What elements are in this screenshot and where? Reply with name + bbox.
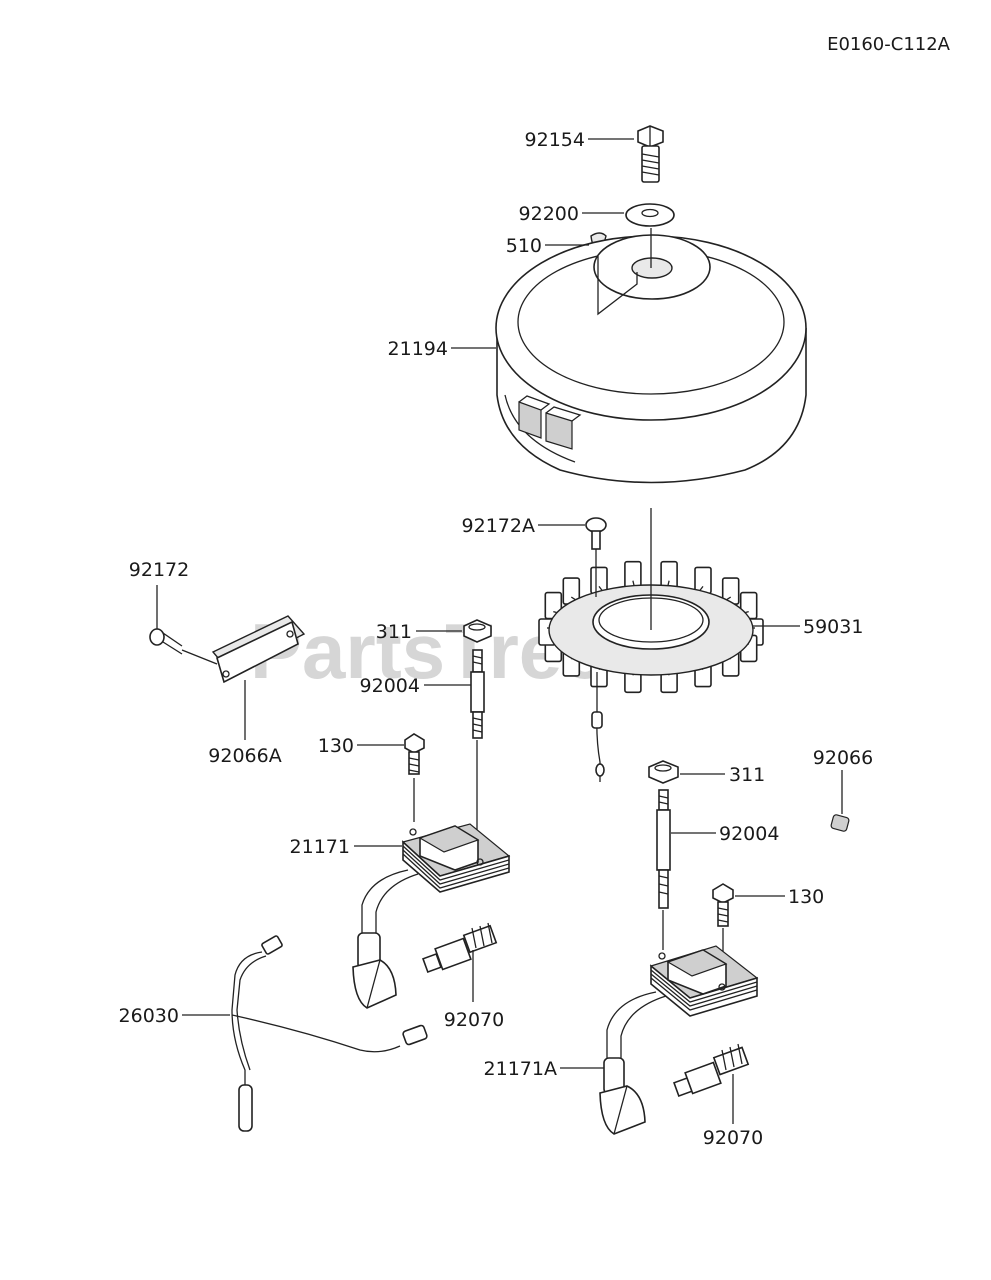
label-92172[interactable]: 92172: [129, 559, 189, 581]
lead-wire-26030[interactable]: [231, 935, 428, 1132]
leader-92200: 92200: [519, 203, 624, 225]
leader-59031: 59031: [753, 616, 863, 638]
washer-92200[interactable]: [625, 203, 675, 227]
label-59031[interactable]: 59031: [803, 616, 863, 638]
label-311-left[interactable]: 311: [376, 621, 412, 643]
label-21171A[interactable]: 21171A: [484, 1058, 557, 1080]
leader-92066: 92066: [813, 747, 873, 814]
label-92070-left[interactable]: 92070: [444, 1009, 504, 1031]
label-21194[interactable]: 21194: [388, 338, 448, 360]
leader-92070-left: 92070: [444, 950, 504, 1031]
stator-tooth: [660, 560, 678, 589]
diagram-code: E0160-C112A: [827, 34, 951, 55]
leader-311-left: 311: [376, 621, 462, 643]
stator-59031[interactable]: [538, 508, 764, 782]
screw-92172A[interactable]: [585, 517, 607, 550]
stator-tooth: [624, 560, 642, 589]
spark-plug-92070-left[interactable]: [422, 922, 498, 973]
flywheel-21194[interactable]: [495, 228, 807, 484]
leader-21171A: 21171A: [484, 1058, 604, 1080]
leader-21171: 21171: [290, 836, 402, 858]
label-92004-left[interactable]: 92004: [360, 675, 420, 697]
bolt-130-left[interactable]: [404, 733, 425, 822]
leader-130-right: 130: [735, 886, 824, 908]
plug-92066[interactable]: [830, 814, 850, 832]
cover-plate-92066A[interactable]: [211, 615, 306, 684]
leader-92004-right: 92004: [671, 823, 779, 845]
ignition-coil-21171A[interactable]: [599, 945, 759, 1135]
label-510[interactable]: 510: [506, 235, 542, 257]
screw-92172[interactable]: [149, 628, 218, 665]
nut-311-left[interactable]: [463, 619, 492, 643]
label-92066A[interactable]: 92066A: [208, 745, 281, 767]
label-130-left[interactable]: 130: [318, 735, 354, 757]
leader-21194: 21194: [388, 338, 496, 360]
leader-510: 510: [506, 235, 589, 257]
leader-311-right: 311: [680, 764, 765, 786]
stud-92004-left[interactable]: [470, 649, 485, 850]
leader-92004-left: 92004: [360, 675, 471, 697]
label-26030[interactable]: 26030: [119, 1005, 179, 1027]
leader-92154: 92154: [525, 129, 634, 151]
leader-130-left: 130: [318, 735, 404, 757]
leader-92172: 92172: [129, 559, 189, 629]
label-92004-right[interactable]: 92004: [719, 823, 779, 845]
stud-92004-right[interactable]: [656, 789, 671, 950]
label-21171[interactable]: 21171: [290, 836, 350, 858]
nut-311-right[interactable]: [648, 760, 679, 784]
bolt-92154[interactable]: [637, 125, 664, 183]
label-311-right[interactable]: 311: [729, 764, 765, 786]
leader-92066A: 92066A: [208, 680, 282, 767]
label-92172A[interactable]: 92172A: [462, 515, 535, 537]
spark-plug-92070-right[interactable]: [673, 1043, 750, 1097]
ignition-coil-21171[interactable]: [352, 823, 511, 1009]
leader-26030: 26030: [119, 1005, 230, 1027]
leader-92172A: 92172A: [462, 515, 585, 537]
label-92066[interactable]: 92066: [813, 747, 873, 769]
leader-92070-right: 92070: [703, 1074, 763, 1149]
label-92200[interactable]: 92200: [519, 203, 579, 225]
label-92070-right[interactable]: 92070: [703, 1127, 763, 1149]
label-130-right[interactable]: 130: [788, 886, 824, 908]
label-92154[interactable]: 92154: [525, 129, 585, 151]
